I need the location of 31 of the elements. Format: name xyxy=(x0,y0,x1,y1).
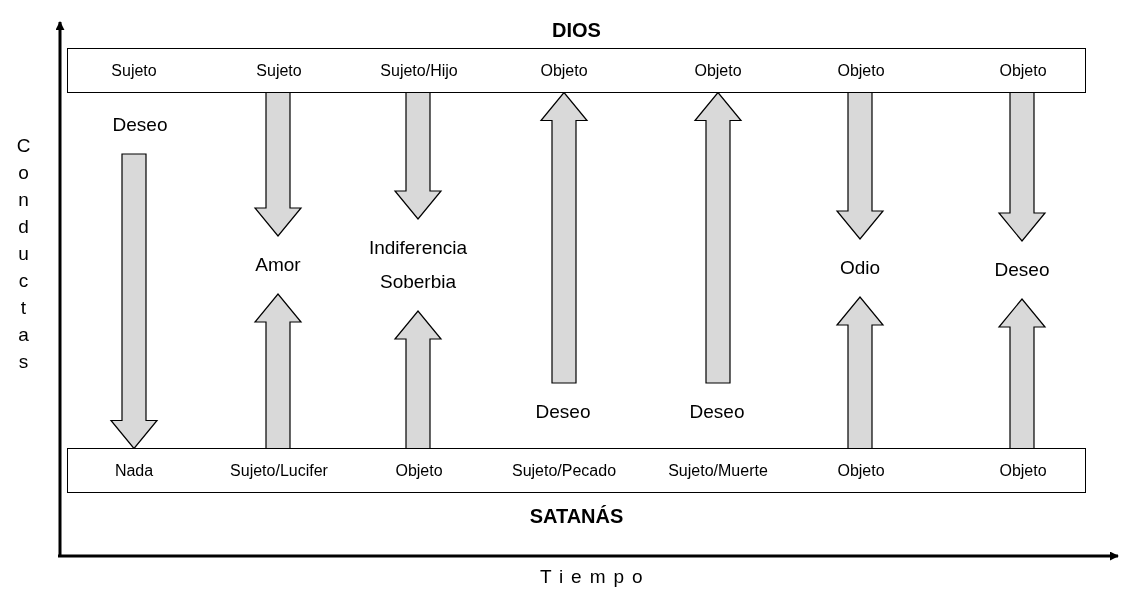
cell-text: Sujeto/Muerte xyxy=(668,460,768,481)
block-arrow xyxy=(253,91,303,237)
band-heading: SATANÁS xyxy=(528,505,625,528)
axis-title: Tiempo xyxy=(540,566,651,588)
block-arrow xyxy=(693,91,743,384)
band-heading: DIOS xyxy=(551,19,602,42)
cell-text: Objeto xyxy=(999,60,1047,81)
cell-text: Sujeto/Lucifer xyxy=(230,460,328,481)
cell-text: Objeto xyxy=(694,60,742,81)
cell-text: Objeto xyxy=(837,60,885,81)
cell-text: Objeto xyxy=(837,460,885,481)
block-arrow xyxy=(997,298,1047,450)
cell-text: Objeto xyxy=(999,460,1047,481)
block-arrow xyxy=(393,310,443,450)
cell-text: Objeto xyxy=(395,460,443,481)
block-arrow xyxy=(393,91,443,220)
behavior-text: Deseo xyxy=(40,108,240,142)
block-arrow xyxy=(997,91,1047,242)
cell-text: Sujeto xyxy=(111,60,157,81)
block-arrow xyxy=(539,91,589,384)
cell-text: Objeto xyxy=(540,60,588,81)
cell-text: Sujeto/Hijo xyxy=(380,60,458,81)
cell-text: Sujeto/Pecado xyxy=(511,460,617,481)
block-arrow xyxy=(109,153,159,450)
cell-text: Sujeto xyxy=(256,60,302,81)
axis-title: Conductas xyxy=(12,135,34,378)
behavior-text: Indiferencia Soberbia xyxy=(348,231,488,299)
cell-text: Nada xyxy=(114,460,154,481)
block-arrow xyxy=(835,296,885,450)
block-arrow xyxy=(835,91,885,240)
block-arrow xyxy=(253,293,303,450)
